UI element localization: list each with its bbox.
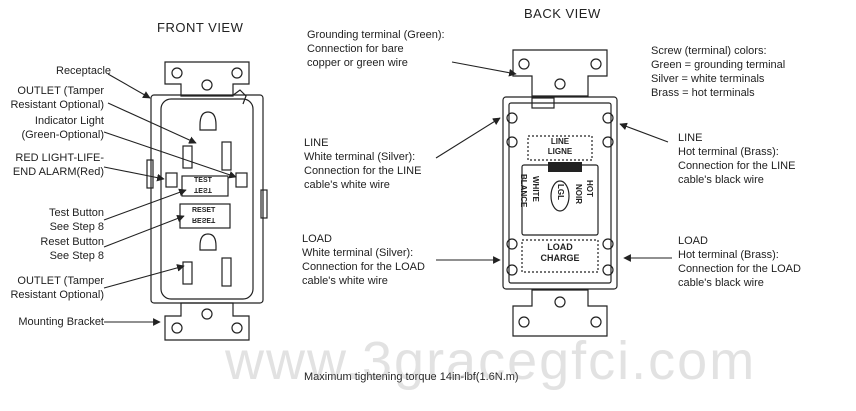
- back-top-ear: [512, 49, 608, 97]
- hot-marker: [548, 162, 582, 172]
- reset-button-text: RESET RESET: [192, 207, 216, 223]
- device-noir-text: NOIR: [574, 184, 583, 204]
- front-top-ear: [164, 61, 250, 97]
- back-bottom-ear: [512, 289, 608, 337]
- bottom-outlet-graphic: [182, 233, 232, 287]
- label-outlet-top: OUTLET (Tamper Resistant Optional): [10, 85, 104, 111]
- device-line-text: LINE LIGNE: [547, 137, 573, 156]
- ground-screw-graphic: [531, 97, 555, 109]
- label-mounting-bracket: Mounting Bracket: [18, 316, 104, 328]
- label-grounding-terminal: Grounding terminal (Green): Connection f…: [307, 29, 445, 69]
- label-red-light: RED LIGHT-LIFE- END ALARM(Red): [12, 152, 104, 178]
- device-hot-text: HOT: [585, 180, 594, 197]
- label-line-hot: LINE Hot terminal (Brass): Connection fo…: [678, 132, 796, 186]
- back-view-title: BACK VIEW: [524, 6, 601, 21]
- device-lgl-text: LGL: [556, 184, 565, 200]
- device-load-text: LOAD CHARGE: [540, 242, 580, 263]
- label-load-white: LOAD White terminal (Silver): Connection…: [302, 233, 425, 287]
- red-light-graphic: [165, 172, 178, 188]
- label-line-white: LINE White terminal (Silver): Connection…: [304, 137, 422, 191]
- label-reset-button: Reset Button See Step 8: [40, 236, 104, 262]
- label-test-button: Test Button See Step 8: [48, 207, 104, 233]
- front-view-title: FRONT VIEW: [157, 20, 244, 35]
- back-body: [502, 96, 618, 290]
- front-bottom-ear: [164, 302, 250, 341]
- label-screw-colors: Screw (terminal) colors: Green = groundi…: [651, 45, 786, 99]
- device-white-text: WHITE: [531, 176, 540, 202]
- torque-note: Maximum tightening torque 14in-lbf(1.6N.…: [304, 371, 519, 383]
- label-receptacle: Receptacle: [56, 65, 112, 77]
- label-indicator-light: Indicator Light (Green-Optional): [21, 115, 104, 141]
- top-outlet-graphic: [182, 111, 232, 171]
- label-load-hot: LOAD Hot terminal (Brass): Connection fo…: [678, 235, 801, 289]
- test-button-text: TEST TEST: [194, 177, 212, 193]
- device-blance-text: BLANCE: [519, 174, 528, 208]
- label-outlet-bottom: OUTLET (Tamper Resistant Optional): [10, 275, 104, 301]
- watermark: www.3gracegfci.com: [225, 331, 757, 391]
- indicator-light-graphic: [235, 172, 248, 188]
- test-button-graphic: [181, 175, 229, 197]
